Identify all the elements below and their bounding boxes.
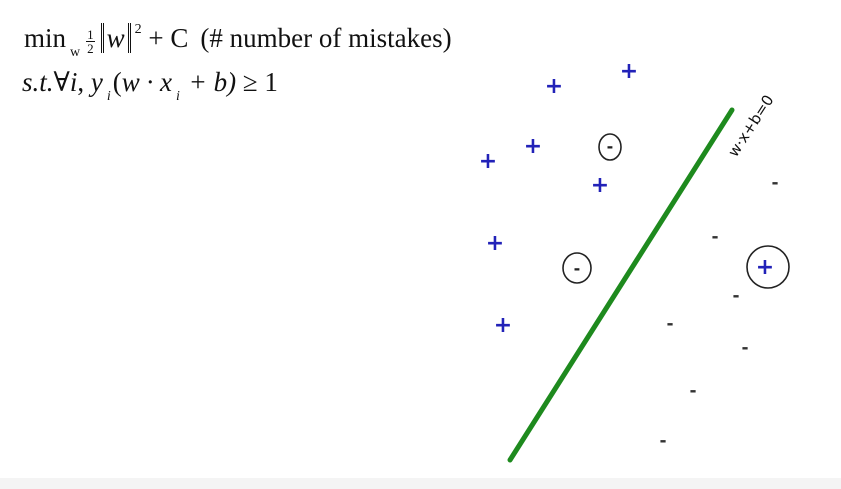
positive-point: +	[494, 313, 512, 338]
mistake-circle	[598, 133, 622, 161]
separating-hyperplane	[507, 107, 735, 463]
negative-point: -	[659, 431, 666, 451]
fraction-denominator: 2	[87, 41, 94, 56]
y-subscript: i	[106, 89, 111, 104]
forall-symbol: ∀	[53, 67, 70, 97]
comma: ,	[77, 67, 85, 97]
misclassified-negative-point: -	[607, 137, 614, 156]
negative-point: -	[666, 314, 673, 334]
positive-point: +	[479, 149, 497, 174]
open-paren: (	[112, 67, 122, 97]
constraint-rhs: 1	[264, 67, 278, 97]
x-subscript: i	[175, 89, 180, 104]
mistake-circle	[746, 245, 790, 289]
fraction-numerator: 1	[86, 27, 95, 42]
index-i: i	[69, 67, 78, 97]
plus-b: + b)	[188, 67, 237, 97]
positive-point: +	[524, 134, 542, 159]
penalty-term: + C	[148, 23, 189, 53]
w-dot-x: w · x	[121, 67, 172, 97]
negative-point: -	[732, 286, 739, 306]
positive-point: +	[591, 173, 609, 198]
negative-point: -	[689, 381, 696, 401]
geq-symbol: ≥	[242, 67, 258, 97]
subject-to: s.t.	[22, 67, 54, 97]
min-operator: min	[24, 23, 67, 53]
positive-point: +	[545, 74, 563, 99]
negative-point: -	[711, 227, 718, 247]
positive-point: +	[486, 231, 504, 256]
mistake-circle	[562, 252, 592, 284]
hyperplane-label: w·x+b=0	[724, 92, 777, 161]
weight-norm: w	[100, 23, 131, 53]
misclassified-positive-point: +	[756, 255, 774, 280]
negative-point: -	[741, 338, 748, 358]
misclassified-negative-point: -	[574, 259, 581, 278]
penalty-comment: (# number of mistakes)	[200, 23, 452, 53]
min-subscript: w	[70, 45, 81, 60]
bottom-strip	[0, 478, 841, 489]
norm-exponent: 2	[134, 22, 142, 37]
positive-point: +	[620, 59, 638, 84]
label-y: y	[90, 67, 103, 97]
negative-point: -	[771, 173, 778, 193]
